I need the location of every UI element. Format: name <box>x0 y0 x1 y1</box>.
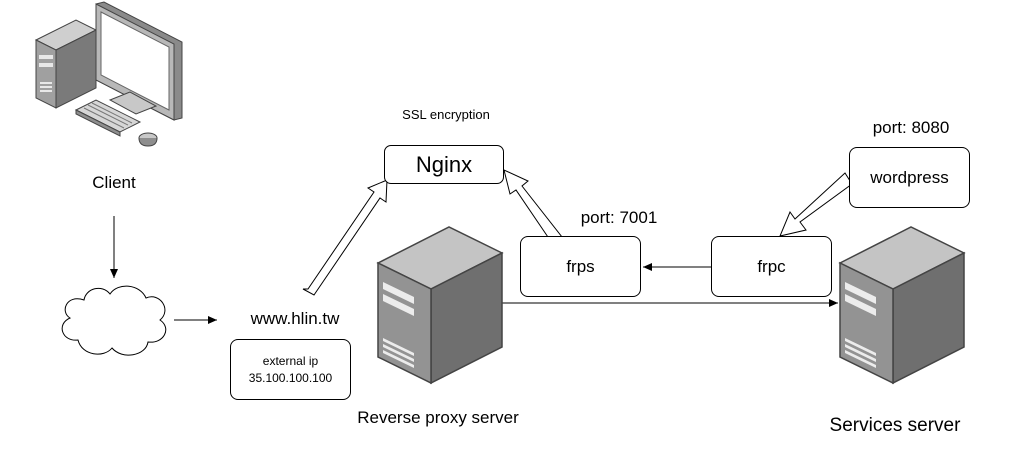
frps-port-label: port: 7001 <box>580 208 658 227</box>
client-label: Client <box>92 173 136 192</box>
ssl-encryption-label: SSL encryption <box>402 107 490 122</box>
wordpress-label: wordpress <box>870 167 949 187</box>
external-ip-box: external ip 35.100.100.100 <box>230 339 351 400</box>
server-tower-icon <box>838 226 966 385</box>
desktop-computer-icon <box>34 1 183 147</box>
external-ip-title: external ip <box>262 354 319 369</box>
wordpress-port-label: port: 8080 <box>872 118 950 137</box>
domain-label: www.hlin.tw <box>250 309 340 328</box>
frps-label: frps <box>566 256 595 276</box>
frps-to-nginx-arrow <box>503 169 563 244</box>
frps-box: frps <box>520 236 641 297</box>
external-ip-value: 35.100.100.100 <box>248 370 333 385</box>
frpc-label: frpc <box>757 256 786 276</box>
services-server-label: Services server <box>829 415 961 436</box>
wordpress-to-frpc-arrow <box>779 172 853 237</box>
cloud-icon <box>61 285 167 356</box>
reverse-proxy-label: Reverse proxy server <box>357 408 519 427</box>
nginx-label: Nginx <box>415 151 473 177</box>
domain-to-nginx-arrow <box>302 179 388 296</box>
wordpress-box: wordpress <box>849 147 970 208</box>
server-tower-icon <box>376 226 504 385</box>
nginx-box: Nginx <box>384 145 504 184</box>
frpc-box: frpc <box>711 236 832 297</box>
